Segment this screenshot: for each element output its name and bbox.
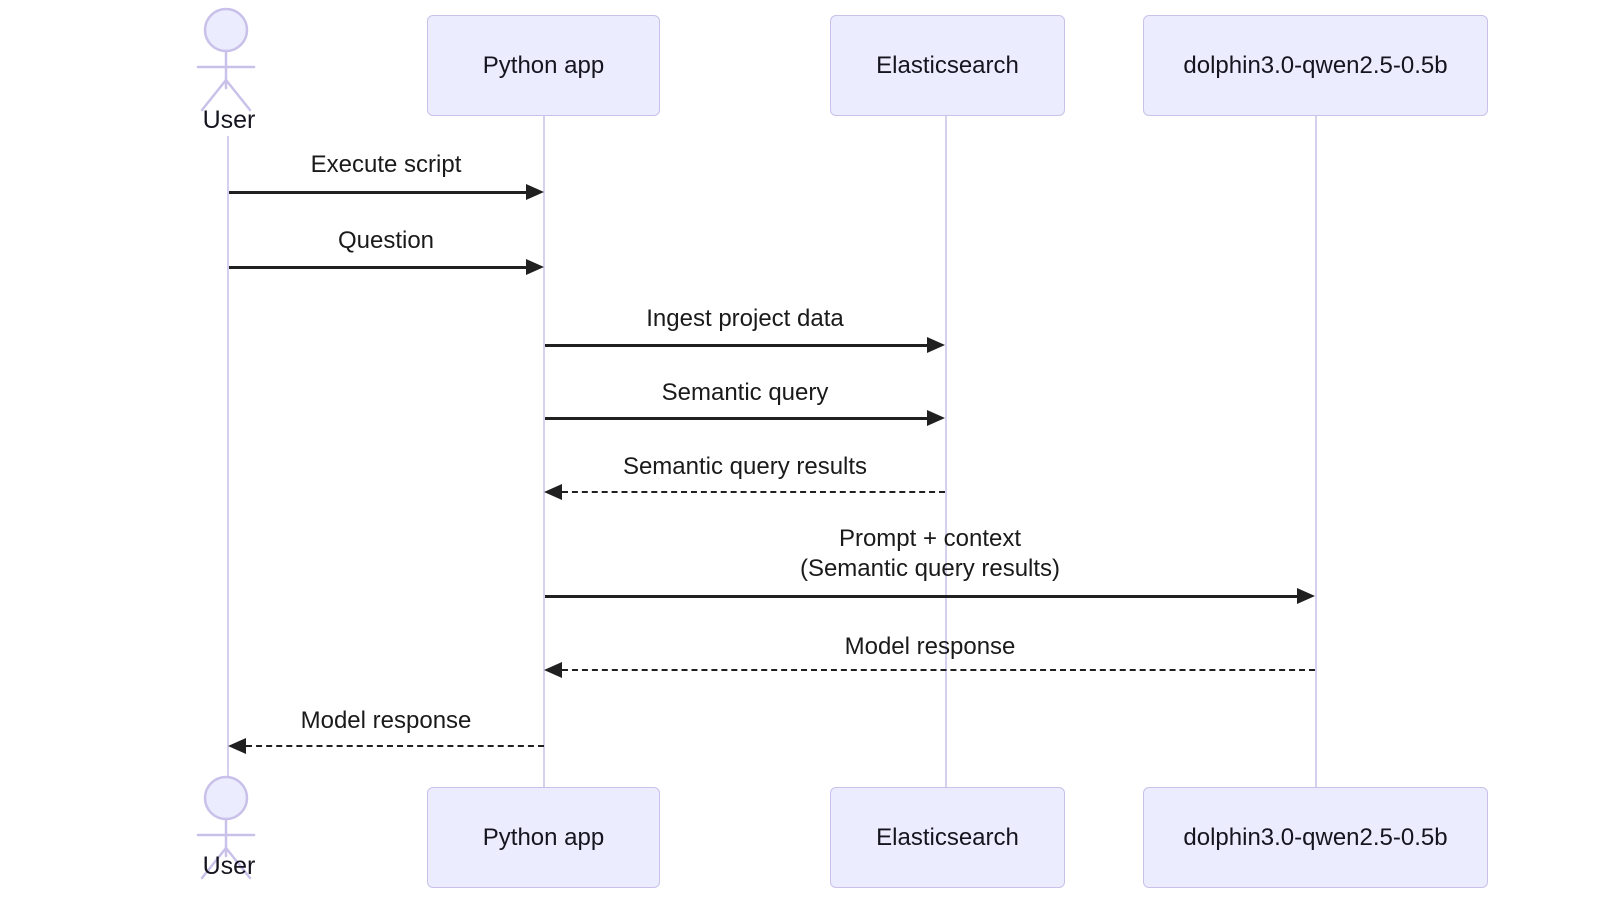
user-actor-icon — [196, 7, 256, 112]
participant-label: Python app — [482, 51, 605, 79]
arrowhead-left-icon — [544, 484, 562, 500]
lifeline-model — [1315, 116, 1317, 787]
arrowhead-right-icon — [526, 259, 544, 275]
message-line — [562, 669, 1315, 671]
participant-label: dolphin3.0-qwen2.5-0.5b — [1183, 51, 1448, 79]
message-label-question: Question — [337, 227, 435, 254]
message-label-semantic-query-results: Semantic query results — [622, 453, 868, 480]
participant-label: Python app — [482, 823, 605, 851]
participant-box-model-bottom: dolphin3.0-qwen2.5-0.5b — [1143, 787, 1488, 888]
message-line — [545, 344, 928, 347]
lifeline-elasticsearch — [945, 116, 947, 787]
message-label-model-response-user: Model response — [300, 707, 472, 734]
message-line — [545, 595, 1298, 598]
message-label-semantic-query: Semantic query — [661, 379, 829, 406]
arrowhead-right-icon — [526, 184, 544, 200]
arrowhead-left-icon — [544, 662, 562, 678]
participant-box-elasticsearch-bottom: Elasticsearch — [830, 787, 1065, 888]
message-line — [229, 266, 527, 269]
message-line — [246, 745, 544, 747]
message-label-execute-script: Execute script — [310, 151, 462, 178]
arrowhead-right-icon — [927, 337, 945, 353]
message-line — [229, 191, 527, 194]
message-line — [562, 491, 945, 493]
participant-box-model-top: dolphin3.0-qwen2.5-0.5b — [1143, 15, 1488, 116]
actor-label-user-bottom: User — [202, 852, 256, 880]
participant-box-python-app-bottom: Python app — [427, 787, 660, 888]
arrowhead-right-icon — [1297, 588, 1315, 604]
participant-label: Elasticsearch — [876, 51, 1019, 79]
message-line — [545, 417, 928, 420]
message-label-ingest-project-data: Ingest project data — [646, 305, 844, 332]
actor-label-user-top: User — [202, 106, 256, 134]
participant-box-elasticsearch-top: Elasticsearch — [830, 15, 1065, 116]
participant-box-python-app-top: Python app — [427, 15, 660, 116]
participant-label: Elasticsearch — [876, 823, 1019, 851]
message-label-line2: (Semantic query results) — [799, 555, 1061, 582]
lifeline-python-app — [543, 116, 545, 787]
message-label-line1: Prompt + context — [838, 525, 1022, 552]
arrowhead-right-icon — [927, 410, 945, 426]
message-label-model-response: Model response — [844, 633, 1016, 660]
message-label-prompt-context: Prompt + context (Semantic query results… — [800, 524, 1060, 584]
participant-label: dolphin3.0-qwen2.5-0.5b — [1183, 823, 1448, 851]
lifeline-user — [227, 136, 229, 776]
arrowhead-left-icon — [228, 738, 246, 754]
user-actor-icon — [196, 775, 256, 880]
